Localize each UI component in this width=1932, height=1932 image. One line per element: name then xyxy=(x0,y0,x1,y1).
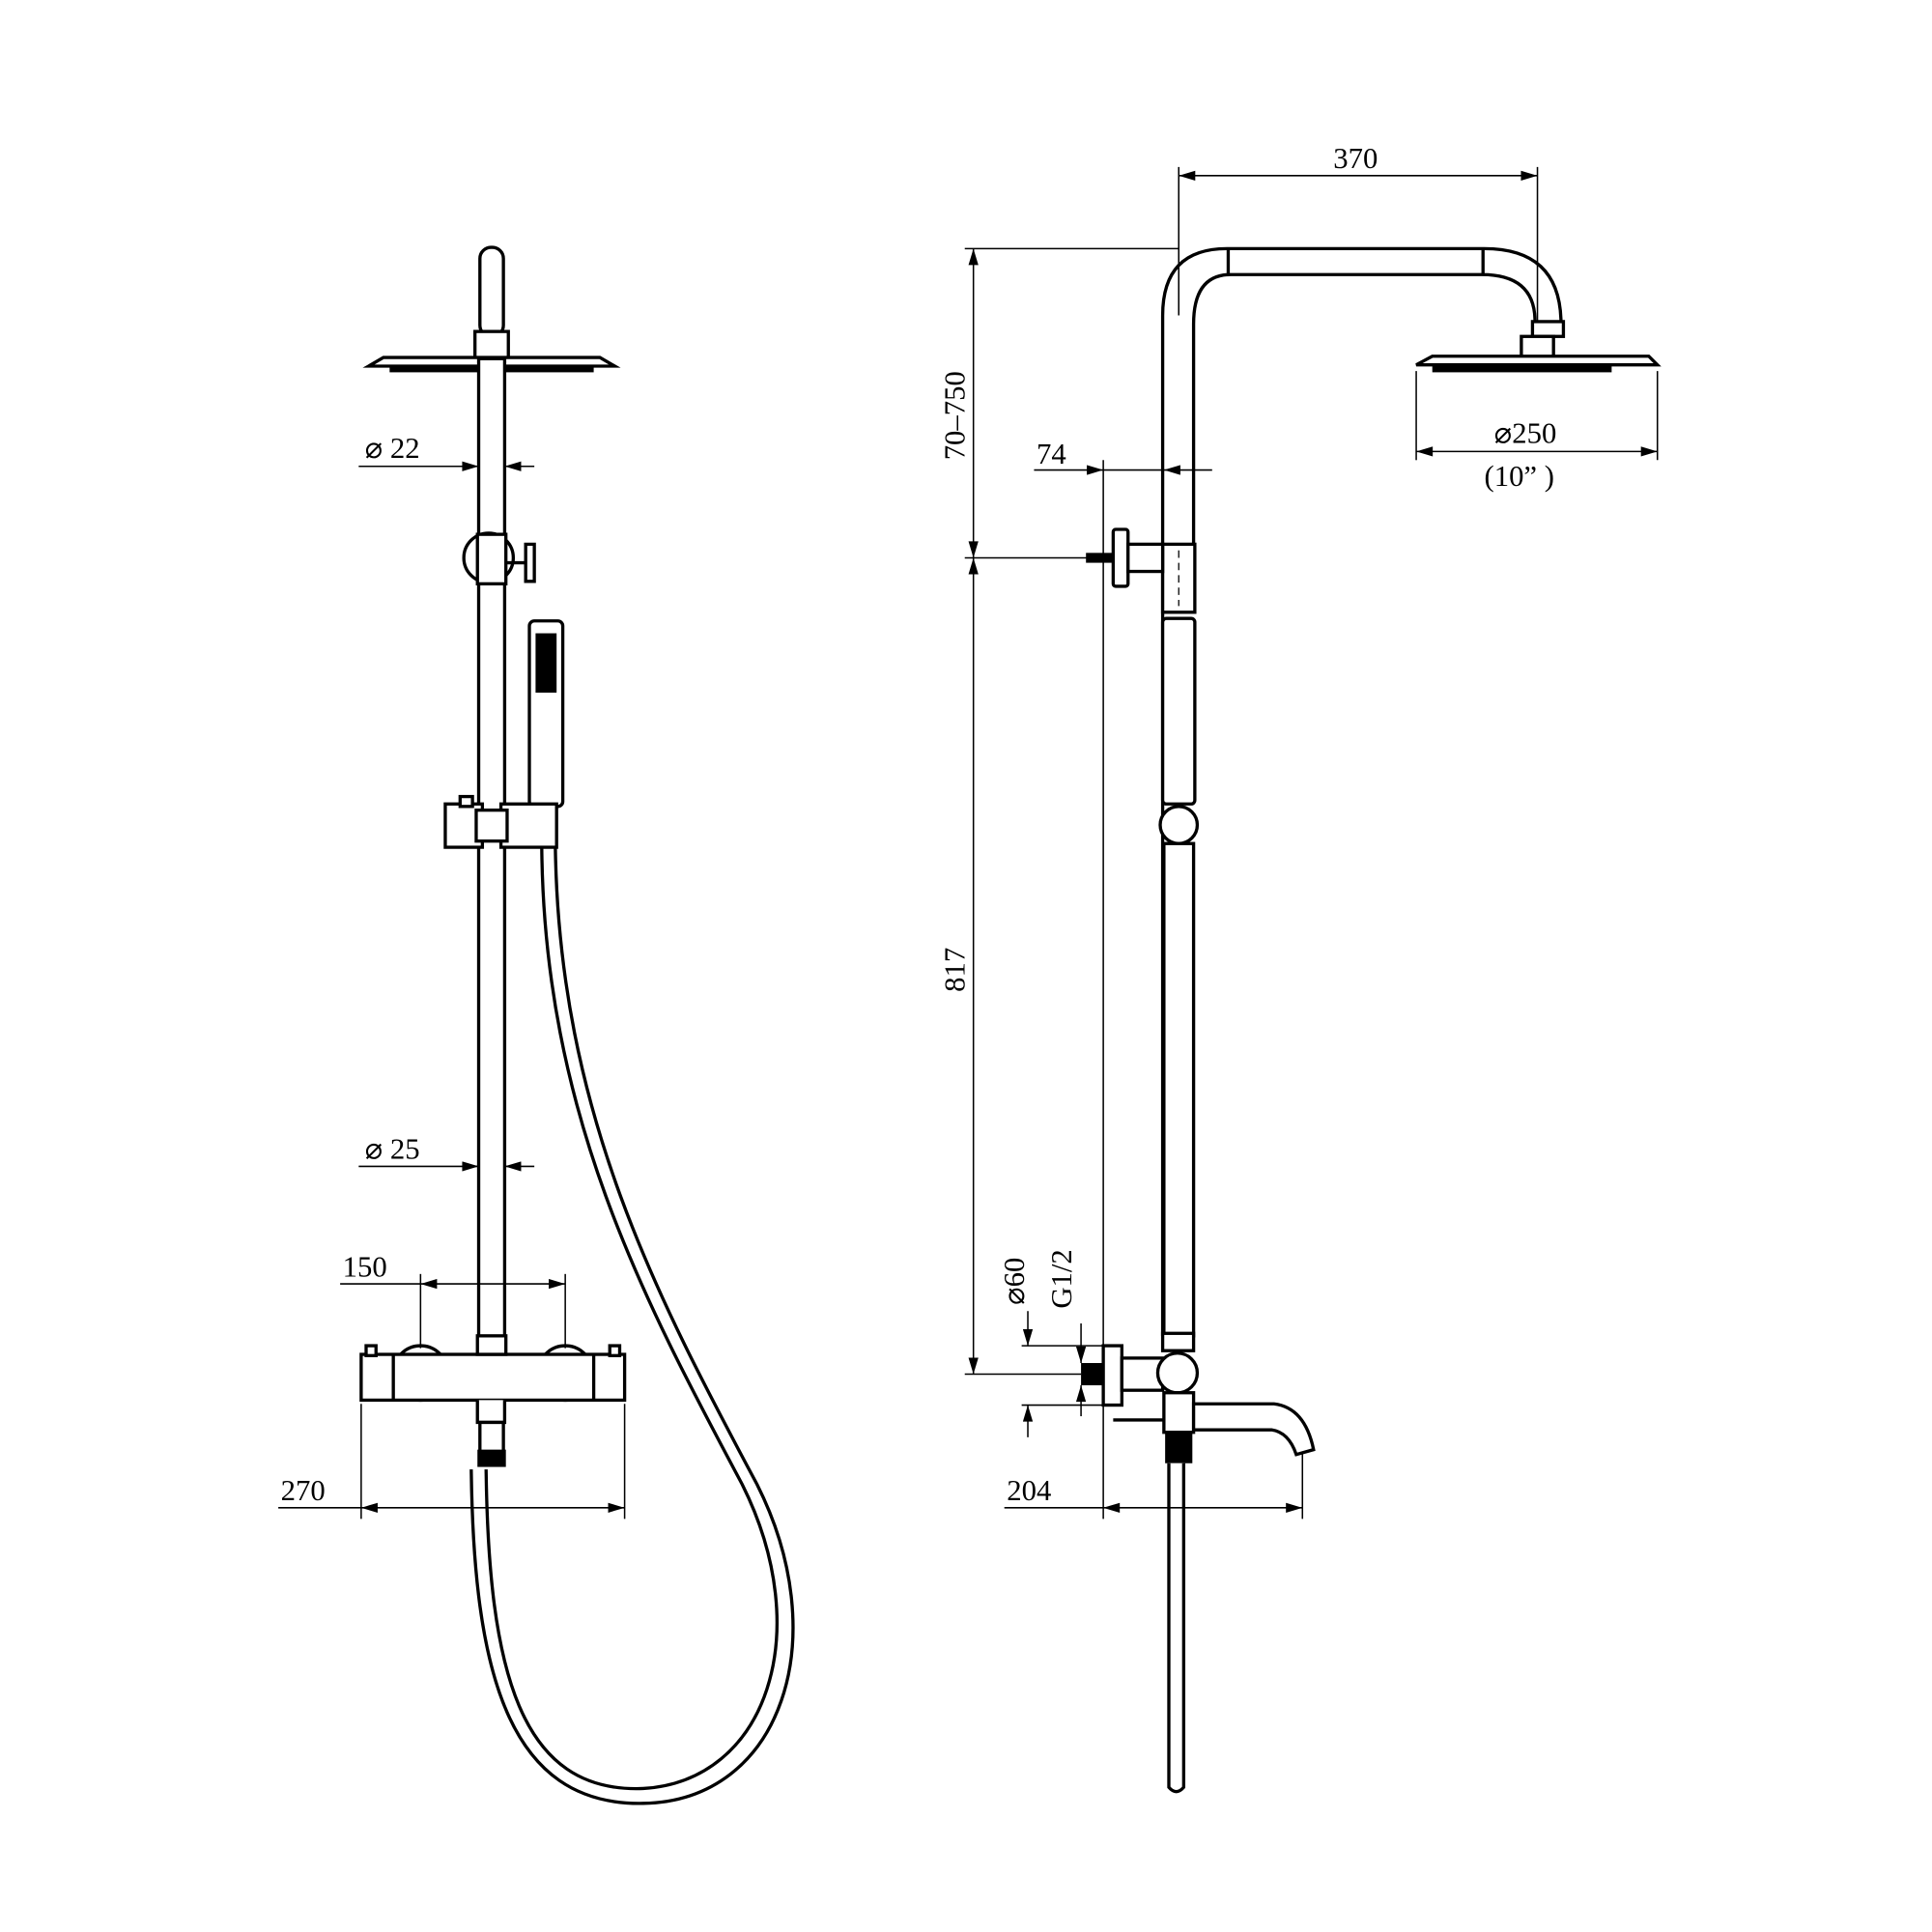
dim-pipe-25: ⌀ 25 xyxy=(358,1133,535,1172)
dim-817: 817 xyxy=(939,557,1082,1376)
diverter-lever xyxy=(505,542,536,583)
side-view: 370 ⌀250 (10” ) 70–750 74 817 xyxy=(939,142,1662,1794)
dim-label-150: 150 xyxy=(343,1250,387,1283)
hose xyxy=(469,847,795,1805)
front-view: ⌀ 22 ⌀ 25 150 270 xyxy=(278,245,795,1805)
dim-pipe-22: ⌀ 22 xyxy=(358,432,535,471)
dim-label-370: 370 xyxy=(1333,142,1378,175)
thermostat-valve xyxy=(359,1334,627,1467)
dim-label-817: 817 xyxy=(939,948,972,992)
dim-g12: G1/2 xyxy=(1045,1249,1087,1417)
dim-60: ⌀60 xyxy=(998,1258,1104,1437)
dim-label-60: ⌀60 xyxy=(998,1258,1031,1305)
shower-arm xyxy=(1160,246,1563,1336)
dim-label-10in: (10” ) xyxy=(1484,460,1554,493)
pipe-top-cap xyxy=(478,245,505,338)
dim-270: 270 xyxy=(278,1404,626,1520)
slide-bracket xyxy=(443,794,558,849)
dim-150: 150 xyxy=(340,1250,566,1349)
dim-250: ⌀250 (10” ) xyxy=(1415,371,1659,493)
dim-label-204: 204 xyxy=(1007,1474,1051,1507)
dim-label-70-750: 70–750 xyxy=(939,371,972,460)
dim-label-74: 74 xyxy=(1037,438,1066,470)
dim-label-25: ⌀ 25 xyxy=(365,1133,420,1166)
dim-label-g12: G1/2 xyxy=(1045,1249,1078,1308)
hand-shower-side xyxy=(1160,616,1197,806)
bath-spout xyxy=(1191,1402,1316,1457)
dim-label-22: ⌀ 22 xyxy=(365,432,420,465)
slider-knob xyxy=(1158,805,1200,845)
dim-label-250: ⌀250 xyxy=(1494,416,1557,449)
dim-74: 74 xyxy=(1034,438,1212,1520)
dim-370: 370 xyxy=(1178,142,1539,322)
head-connector xyxy=(473,329,510,360)
shower-head-side xyxy=(1415,355,1662,373)
dim-70-750: 70–750 xyxy=(939,247,1179,559)
dim-label-270: 270 xyxy=(281,1474,326,1507)
dim-204: 204 xyxy=(1004,1453,1304,1520)
riser-pipe xyxy=(476,356,507,1344)
hand-shower xyxy=(527,619,565,809)
valve-side xyxy=(1081,1331,1316,1463)
hose-side xyxy=(1167,1463,1186,1794)
